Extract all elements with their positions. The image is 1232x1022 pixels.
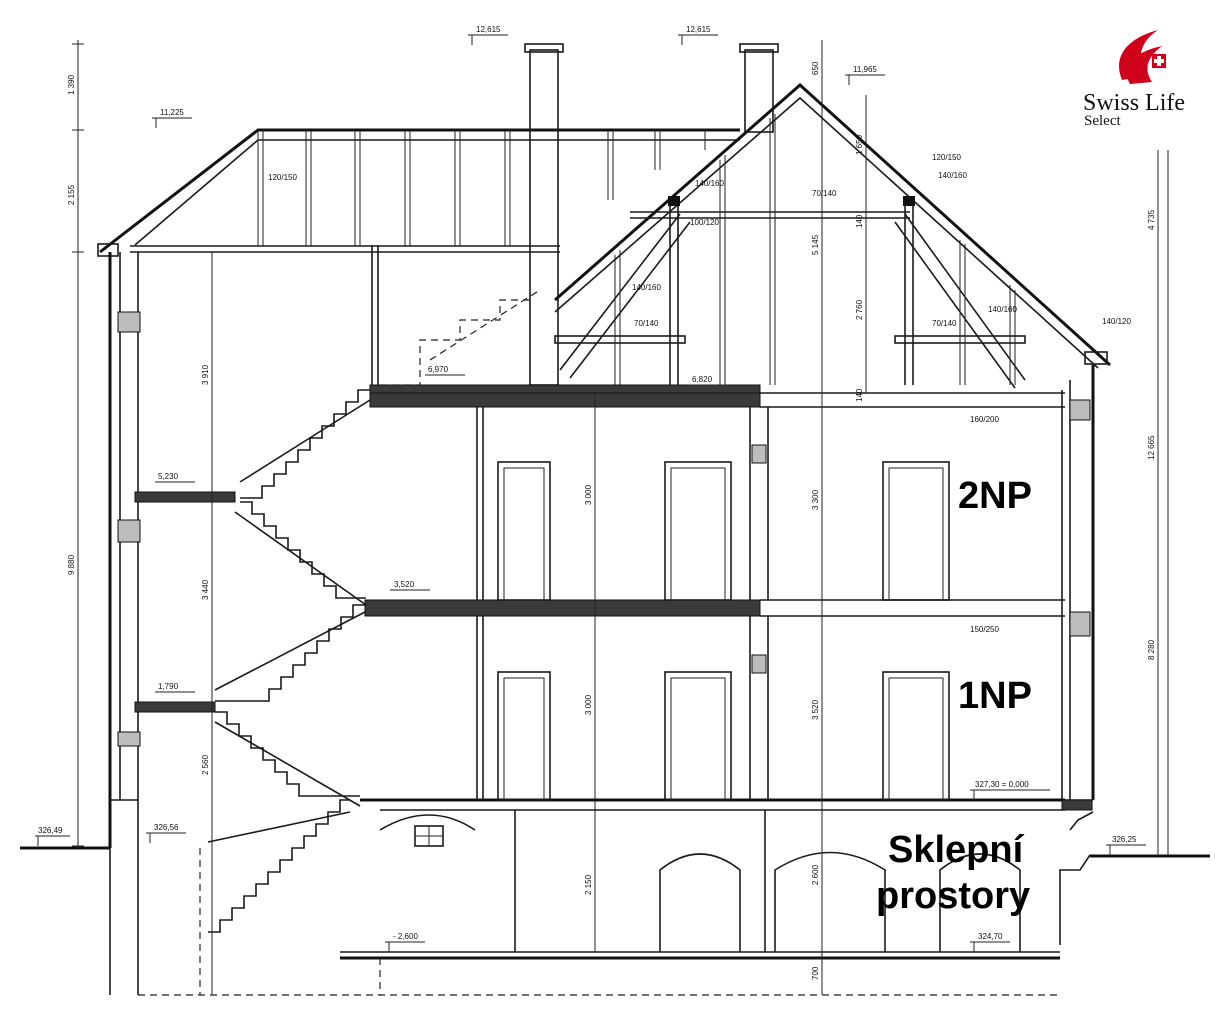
dim-4735: 4 735 xyxy=(1147,209,1156,230)
beam-purlin-b: 140/160 xyxy=(938,171,967,180)
dim-3300: 3 300 xyxy=(811,489,820,510)
level-basement-rel: - 2,600 xyxy=(393,932,418,941)
level-chimney-top-left: 12,615 xyxy=(476,25,501,34)
floor-label-basement-line2: prostory xyxy=(876,875,1030,917)
beam-collar: 70/140 xyxy=(812,189,837,198)
level-ground-right: 326,25 xyxy=(1112,835,1137,844)
beam-ceiling-1np: 150/250 xyxy=(970,625,999,634)
level-landing-upper: 5,230 xyxy=(158,472,179,481)
beam-brace: 140/160 xyxy=(632,283,661,292)
beam-tie-left: 70/140 xyxy=(634,319,659,328)
dim-5145: 5 145 xyxy=(811,234,820,255)
dimension-lines xyxy=(72,40,1169,995)
level-ground-left: 326,49 xyxy=(38,826,63,835)
level-landing-lower: 1,790 xyxy=(158,682,179,691)
interior-walls xyxy=(371,245,769,800)
level-floor2: 3,520 xyxy=(394,580,415,589)
dim-650: 650 xyxy=(811,61,820,75)
beam-purlin-a: 140/160 xyxy=(695,179,724,188)
ground-lines xyxy=(20,846,1210,858)
dim-roof-140: 140 xyxy=(855,214,864,228)
beam-tie-right: 70/140 xyxy=(932,319,957,328)
exterior-walls xyxy=(108,252,1095,995)
roof-structure xyxy=(97,82,1112,389)
beam-ceiling-2np: 160/200 xyxy=(970,415,999,424)
logo-name: Swiss Life xyxy=(1083,90,1185,116)
dim-700: 700 xyxy=(811,966,820,980)
dim-slab-140: 140 xyxy=(855,388,864,402)
level-markers xyxy=(35,34,1146,952)
dim-9880: 9 880 xyxy=(67,554,76,575)
beam-post: 100/120 xyxy=(690,218,719,227)
floor-label-2np: 2NP xyxy=(958,475,1032,517)
floor-slabs xyxy=(134,384,1093,960)
dim-2560: 2 560 xyxy=(201,754,210,775)
dim-1390: 1 390 xyxy=(67,74,76,95)
beam-rafter-right: 120/150 xyxy=(932,153,961,162)
dim-8280: 8 280 xyxy=(1147,639,1156,660)
dim-2155: 2 155 xyxy=(67,184,76,205)
dim-3000-upper: 3 000 xyxy=(584,484,593,505)
beam-brace-right: 140/160 xyxy=(988,305,1017,314)
level-entrance: 326,56 xyxy=(154,823,179,832)
beam-eave: 140/120 xyxy=(1102,317,1131,326)
level-chimney-top-right: 12,615 xyxy=(686,25,711,34)
level-attic-stair: 6,970 xyxy=(428,365,449,374)
dim-12665: 12 665 xyxy=(1147,435,1156,460)
beam-rafter-left: 120/150 xyxy=(268,173,297,182)
level-basement-abs: 324,70 xyxy=(978,932,1003,941)
dim-2150: 2 150 xyxy=(584,874,593,895)
dim-3910: 3 910 xyxy=(201,364,210,385)
logo-subtitle: Select xyxy=(1084,113,1121,129)
floor-label-basement-line1: Sklepní xyxy=(888,829,1025,871)
dim-3520: 3 520 xyxy=(811,699,820,720)
dim-3000-lower: 3 000 xyxy=(584,694,593,715)
dim-roof-1650: 1 650 xyxy=(855,134,864,155)
basement xyxy=(138,810,1060,996)
dim-3440: 3 440 xyxy=(201,579,210,600)
level-floor1-zero: 327,30 = 0,000 xyxy=(975,780,1029,789)
swisslife-logo: Swiss Life Select xyxy=(1083,30,1185,129)
doors xyxy=(497,461,950,801)
stairs xyxy=(207,289,541,933)
level-ridge: 11,965 xyxy=(853,65,877,74)
level-attic-floor: 6,820 xyxy=(692,375,713,384)
level-eave: 11,225 xyxy=(160,108,184,117)
floor-label-1np: 1NP xyxy=(958,675,1032,717)
dim-2600: 2 600 xyxy=(811,864,820,885)
dim-roof-2760: 2 760 xyxy=(855,299,864,320)
